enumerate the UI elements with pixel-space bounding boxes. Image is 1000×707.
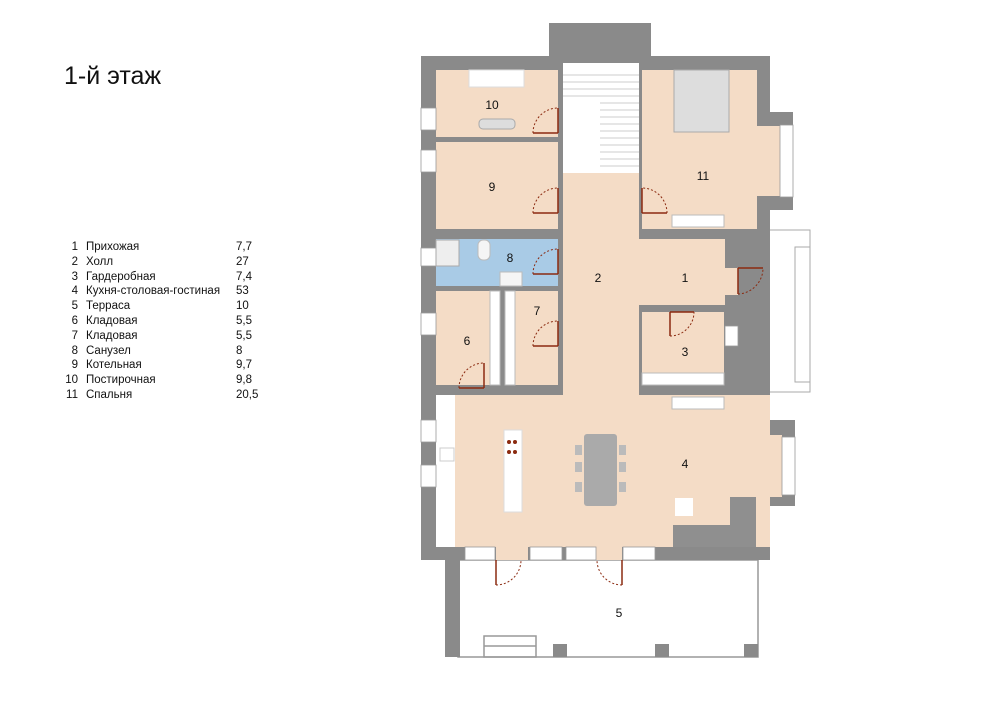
legend-name: Холл [86,255,114,268]
legend-row: 3 Гардеробная 7,4 [50,270,276,285]
tv-stand-11 [671,214,725,228]
coffee-table [675,498,693,516]
legend-number: 1 [71,241,78,253]
room-legend: 1 Прихожая 7,7 2 Холл 27 3 Гардеробная 7,4 4 Ку… [50,240,276,403]
legend-number: 11 [66,388,78,401]
hob [507,440,511,444]
legend-area: 8 [236,344,243,357]
legend-row: 8 Санузел 8 [50,344,276,359]
doors [458,107,764,586]
legend-name: Постирочная [86,374,156,387]
windows [420,107,796,561]
room-6 [436,291,496,385]
wardrobe [641,372,725,386]
room-label-3: 3 [682,345,689,359]
legend-row: 9 Котельная 9,7 [50,358,276,373]
legend-name: Котельная [86,359,142,372]
kitchen-island [503,429,523,513]
room-11-bay [750,126,780,196]
door-gap-4 [496,547,528,560]
room-label-6: 6 [464,334,471,348]
shelves [489,290,501,386]
legend-row: 5 Терраса 10 [50,299,276,314]
legend-name: Спальня [86,388,133,401]
legend-area: 20,5 [236,388,259,401]
toilet [477,239,491,261]
tv-stand-4 [671,396,725,410]
legend-row: 10 Постирочная 9,8 [50,373,276,388]
legend-name: Гардеробная [86,270,156,283]
room-label-11: 11 [697,169,710,183]
room-label-7: 7 [534,304,541,318]
legend-name: Кладовая [86,329,138,342]
terrace [457,559,759,658]
sink [499,271,523,287]
legend-area: 7,7 [236,241,252,253]
door-gap-4 [596,547,622,560]
legend-name: Санузел [86,344,131,357]
shower [435,239,460,267]
legend-row: 2 Холл 27 [50,255,276,270]
kitchen-sink [439,447,455,462]
furniture [435,69,756,547]
legend-area: 7,4 [236,270,252,283]
entry-door-gap [725,268,738,295]
room-label-9: 9 [489,180,496,194]
legend-number: 10 [65,374,78,387]
terrace-columns [445,560,758,657]
legend-name: Кладовая [86,314,138,327]
legend-row: 4 Кухня-столовая-гостиная 53 [50,284,276,299]
legend-area: 27 [236,255,249,268]
page-title: 1-й этаж [64,62,162,90]
room-9 [436,142,558,229]
legend-row: 7 Кладовая 5,5 [50,329,276,344]
room-7 [515,291,558,385]
legend-area: 53 [236,285,249,298]
room-label-8: 8 [507,251,514,265]
legend-name: Кухня-столовая-гостиная [86,285,221,298]
legend-number: 8 [71,344,78,357]
legend-area: 9,8 [236,374,252,387]
bed [673,69,730,133]
legend-number: 6 [71,314,78,327]
sofa [730,497,756,547]
washing-machines [468,69,525,88]
legend-area: 9,7 [236,359,252,372]
legend-name: Терраса [86,300,131,313]
legend-area: 5,5 [236,314,252,327]
room-4-bay [765,435,782,497]
legend-number: 2 [71,255,78,268]
room-label-4: 4 [682,457,689,471]
room-label-10: 10 [485,98,499,112]
room-label-2: 2 [595,271,602,285]
legend-row: 1 Прихожая 7,7 [50,240,276,255]
legend-number: 4 [71,285,78,298]
legend-row: 11 Спальня 20,5 [50,388,276,403]
legend-number: 9 [71,359,78,372]
dining-table [584,434,617,506]
legend-number: 5 [71,300,78,313]
room-label-5: 5 [616,606,623,620]
legend-number: 3 [71,270,78,283]
legend-area: 10 [236,300,249,313]
stairs [563,63,639,173]
legend-area: 5,5 [236,329,252,342]
legend-name: Прихожая [86,241,140,253]
legend-row: 6 Кладовая 5,5 [50,314,276,329]
room-1 [639,239,725,305]
stair-treads [563,74,639,167]
room-label-1: 1 [682,271,689,285]
shelves [504,290,516,386]
legend-number: 7 [71,329,78,342]
bathtub [478,118,516,130]
kitchen-strip [436,395,456,547]
